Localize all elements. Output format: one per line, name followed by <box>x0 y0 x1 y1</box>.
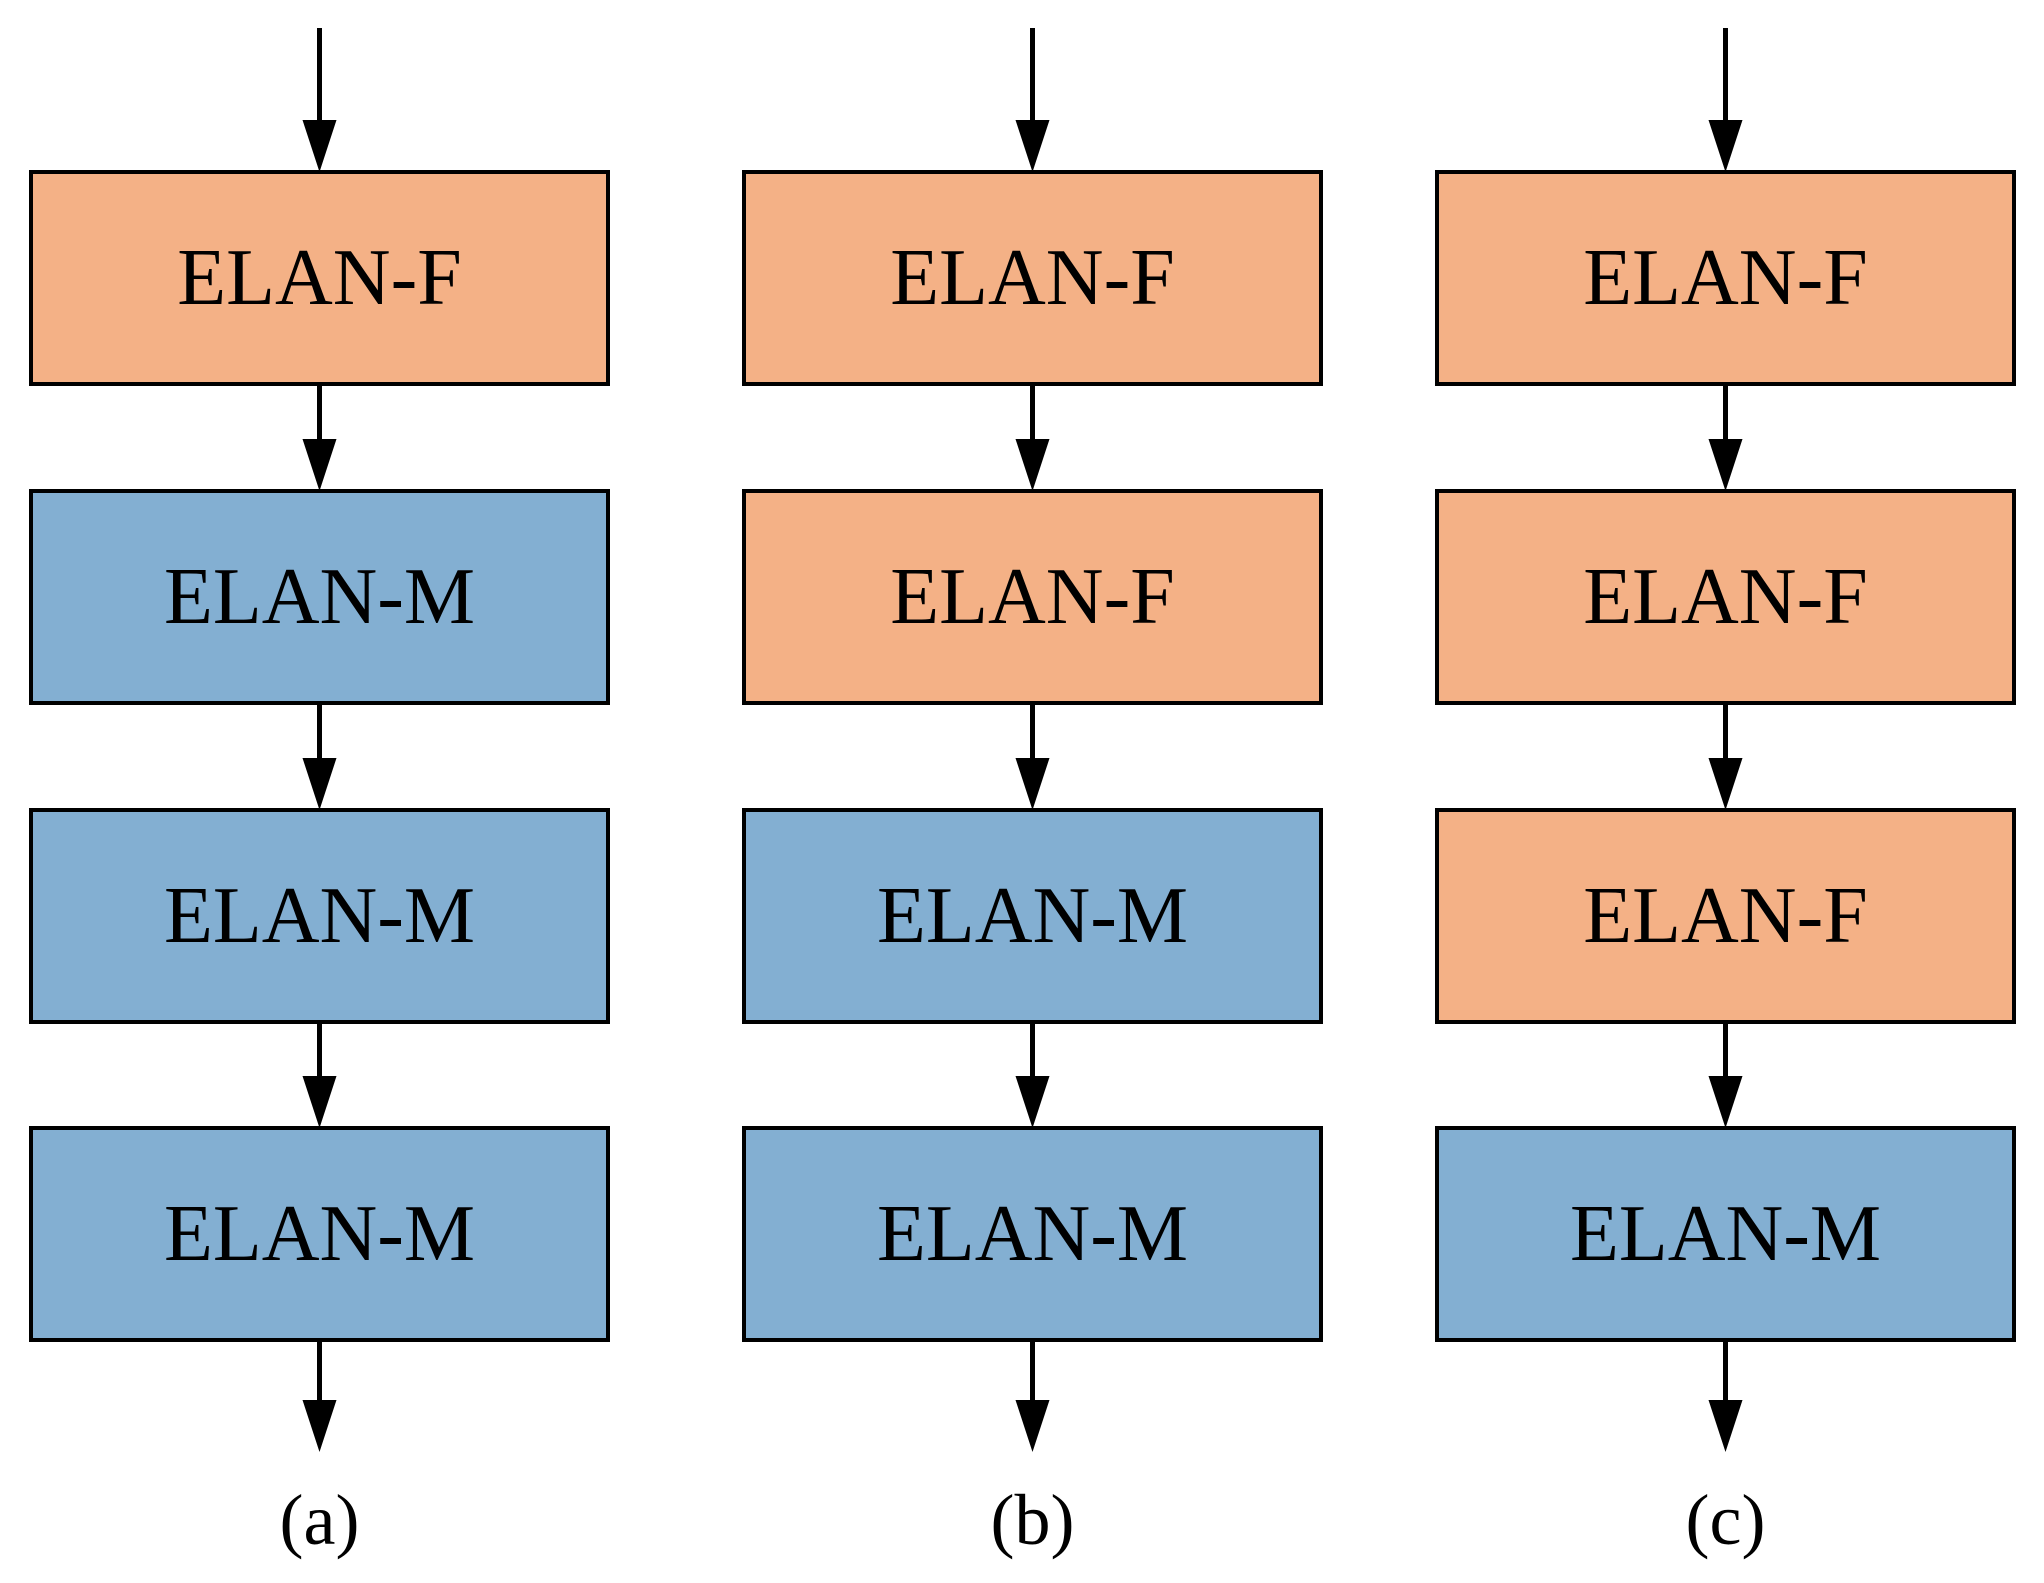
column-c-block-4: ELAN-M <box>1435 1126 2016 1342</box>
column-a-block-1: ELAN-F <box>29 170 610 386</box>
block-label: ELAN-M <box>164 872 475 960</box>
arrowhead-icon <box>1708 439 1743 491</box>
elan-f-block-rect <box>742 170 1323 386</box>
column-b-connector-arrow-1 <box>1015 384 1050 491</box>
block-label: ELAN-F <box>1583 553 1867 641</box>
arrowhead-icon <box>1708 1076 1743 1128</box>
column-a-connector-arrow-2 <box>302 703 337 810</box>
arrowhead-icon <box>1708 1400 1743 1452</box>
column-b-connector-arrow-2 <box>1015 703 1050 810</box>
column-b-input-arrow <box>1015 28 1050 172</box>
arrowhead-icon <box>302 1400 337 1452</box>
column-b-caption: (b) <box>991 1480 1075 1560</box>
column-c-connector-arrow-3 <box>1708 1022 1743 1128</box>
block-label: ELAN-F <box>1583 872 1867 960</box>
block-label: ELAN-F <box>890 234 1174 322</box>
column-a-connector-arrow-3 <box>302 1022 337 1128</box>
column-c-connector-arrow-2 <box>1708 703 1743 810</box>
elan-f-block-rect <box>1435 489 2016 705</box>
block-label: ELAN-F <box>177 234 461 322</box>
arrowhead-icon <box>1015 758 1050 810</box>
elan-m-block-rect <box>1435 1126 2016 1342</box>
column-c-output-arrow <box>1708 1340 1743 1452</box>
column-c-block-2: ELAN-F <box>1435 489 2016 705</box>
arrowhead-icon <box>1708 120 1743 172</box>
column-a-output-arrow <box>302 1340 337 1452</box>
column-a-connector-arrow-1 <box>302 384 337 491</box>
block-label: ELAN-M <box>1570 1190 1881 1278</box>
block-label: ELAN-M <box>164 1190 475 1278</box>
column-c-caption: (c) <box>1686 1480 1766 1560</box>
column-b-output-arrow <box>1015 1340 1050 1452</box>
column-c-block-1: ELAN-F <box>1435 170 2016 386</box>
elan-f-block-rect <box>1435 170 2016 386</box>
block-label: ELAN-M <box>877 872 1188 960</box>
column-b-block-4: ELAN-M <box>742 1126 1323 1342</box>
block-label: ELAN-M <box>164 553 475 641</box>
column-c-connector-arrow-1 <box>1708 384 1743 491</box>
column-b-block-2: ELAN-F <box>742 489 1323 705</box>
elan-m-block-rect <box>742 808 1323 1024</box>
arrowhead-icon <box>1015 1076 1050 1128</box>
column-a-block-3: ELAN-M <box>29 808 610 1024</box>
elan-f-block-rect <box>742 489 1323 705</box>
column-b-block-1: ELAN-F <box>742 170 1323 386</box>
arrowhead-icon <box>1015 439 1050 491</box>
arrowhead-icon <box>302 758 337 810</box>
column-b-connector-arrow-3 <box>1015 1022 1050 1128</box>
arrowhead-icon <box>302 439 337 491</box>
column-b-block-3: ELAN-M <box>742 808 1323 1024</box>
arrowhead-icon <box>1015 120 1050 172</box>
block-label: ELAN-F <box>1583 234 1867 322</box>
elan-m-block-rect <box>29 1126 610 1342</box>
arrowhead-icon <box>302 120 337 172</box>
arrowhead-icon <box>1015 1400 1050 1452</box>
block-label: ELAN-M <box>877 1190 1188 1278</box>
elan-m-block-rect <box>742 1126 1323 1342</box>
column-a-block-4: ELAN-M <box>29 1126 610 1342</box>
elan-f-block-rect <box>1435 808 2016 1024</box>
column-a-input-arrow <box>302 28 337 172</box>
elan-m-block-rect <box>29 808 610 1024</box>
column-c-block-3: ELAN-F <box>1435 808 2016 1024</box>
block-label: ELAN-F <box>890 553 1174 641</box>
arrowhead-icon <box>302 1076 337 1128</box>
column-c-input-arrow <box>1708 28 1743 172</box>
elan-m-block-rect <box>29 489 610 705</box>
column-a-caption: (a) <box>280 1480 360 1560</box>
column-a-block-2: ELAN-M <box>29 489 610 705</box>
arrowhead-icon <box>1708 758 1743 810</box>
